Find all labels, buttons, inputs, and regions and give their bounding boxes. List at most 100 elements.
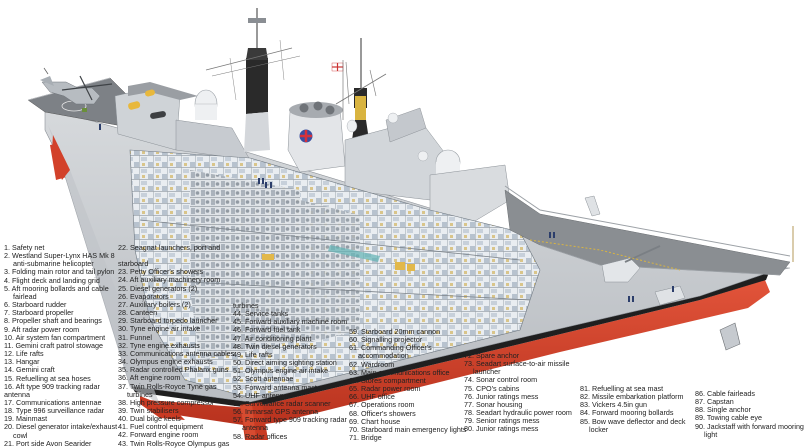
legend-item: 18. Type 996 surveillance radar xyxy=(4,407,117,415)
legend-number: 24. xyxy=(118,275,128,285)
legend-number: 82. xyxy=(580,392,590,402)
legend-number: 68. xyxy=(349,408,359,418)
legend-label: Auxiliary boilers (2) xyxy=(128,299,191,309)
legend-label: Tyne engine air intake xyxy=(128,324,201,334)
legend-label: Direct aiming sighting station xyxy=(243,358,337,368)
legend-number: 6. xyxy=(4,300,10,310)
single-anchor xyxy=(719,322,741,351)
legend-label: Forward auxiliary machine room xyxy=(243,317,348,327)
legend-label: Evaporators xyxy=(128,291,169,301)
legend-label: Starboard rudder xyxy=(10,300,67,310)
legend-continuation: accommodation xyxy=(358,351,409,361)
legend-item: 31. Funnel xyxy=(118,332,234,342)
legend-number: 49. xyxy=(233,349,243,359)
legend-label: Operations room xyxy=(359,400,415,410)
legend-item: 60. Signalling projector xyxy=(349,336,466,344)
legend-number: 16. xyxy=(4,381,14,391)
legend-item: 69. Chart house xyxy=(349,416,466,426)
life-rafts xyxy=(128,101,141,110)
legend-number: 56. xyxy=(233,407,243,417)
legend-continuation: fairlead xyxy=(13,291,37,301)
legend-number: 73. xyxy=(464,359,474,369)
legend-number: 57. xyxy=(233,415,243,425)
legend-item: 78. Seadart hydraulic power room xyxy=(464,409,572,417)
legend-item: 25. Diesel generators (2) xyxy=(118,283,234,293)
legend-item: 38. High pressure compressor xyxy=(118,398,234,407)
legend-number: 90. xyxy=(695,421,705,431)
legend-item: 4. Flight deck and landing grid xyxy=(4,276,117,285)
legend-number: 37. xyxy=(118,381,128,391)
legend-number: 41. xyxy=(118,422,128,432)
legend-number: 34. xyxy=(118,357,128,367)
helicopter xyxy=(40,67,113,112)
legend-continuation: turbines xyxy=(127,389,153,399)
legend-number: 64. xyxy=(349,375,359,385)
legend-number: 52. xyxy=(233,374,243,384)
legend-number: 83. xyxy=(580,400,590,410)
legend-number: 46. xyxy=(233,325,243,335)
legend-item: 51. Olympus engine air intake xyxy=(233,367,347,375)
legend-item: 71. Bridge xyxy=(349,433,466,443)
legend-continuation: antenna xyxy=(242,423,268,433)
legend-label: Type 996 surveillance radar xyxy=(14,406,105,416)
legend-number: 26. xyxy=(118,291,128,301)
legend-item: 81. Refuelling at sea mast xyxy=(580,384,686,393)
legend-number: 22. xyxy=(118,243,128,252)
legend-label: Air conditioning plant xyxy=(243,333,312,343)
legend-number: 65. xyxy=(349,384,359,394)
legend-number: 78. xyxy=(464,408,474,418)
legend-item: 5. Aft mooring bollards and cable xyxy=(4,284,117,293)
legend-number: 25. xyxy=(118,283,128,293)
legend-item: 34. Olympus engine exhausts xyxy=(118,357,234,367)
legend-item: 8. Propeller shaft and bearings xyxy=(4,317,117,325)
legend-label: Olympus engine air intake xyxy=(243,366,329,376)
legend-number: 81. xyxy=(580,384,590,393)
legend-label: Olympus engine exhausts xyxy=(128,357,213,367)
legend-item: 37. Twin Rolls-Royce Tyne gas xyxy=(118,381,234,391)
legend-label: Officer's showers xyxy=(359,408,416,418)
legend-item: 11. Gemini craft patrol stowage xyxy=(4,341,117,350)
legend-number: 72. xyxy=(464,351,474,360)
legend-item: 21. Port side Avon Searider xyxy=(4,439,117,448)
legend-number: 79. xyxy=(464,416,474,426)
legend-number: 75. xyxy=(464,383,474,393)
legend-item: 67. Operations room xyxy=(349,401,466,409)
legend-label: Junior ratings mess xyxy=(474,424,539,434)
legend-label: Bow wave deflector and deck xyxy=(590,416,686,426)
legend-number: 1. xyxy=(4,243,10,252)
legend-item: 6. Starboard rudder xyxy=(4,301,117,309)
legend-label: Starboard propeller xyxy=(10,308,74,318)
legend-number: 58. xyxy=(233,431,243,441)
legend-label: Cable fairleads xyxy=(705,389,755,398)
legend-item: 62. Wardroom xyxy=(349,360,466,369)
legend-number: 71. xyxy=(349,433,359,443)
legend-number: 45. xyxy=(233,317,243,327)
legend-label: Chart house xyxy=(359,416,401,426)
engine-rooms xyxy=(190,170,300,360)
legend-item: 36. Aft engine room xyxy=(118,374,234,382)
legend-item: 77. Sonar housing xyxy=(464,400,572,409)
legend-item: 82. Missile embarkation platform xyxy=(580,393,686,401)
legend-label: Folding main rotor and tail pylon xyxy=(10,267,115,277)
legend-label: Bridge xyxy=(359,433,382,443)
legend-label: Forward engine room xyxy=(128,430,199,440)
legend-continuation: cowl xyxy=(13,430,28,440)
legend-number: 33. xyxy=(118,348,128,358)
legend-number: 87. xyxy=(695,397,705,407)
legend-item: 40. Dual bilge keels xyxy=(118,415,234,423)
legend-label: Capstan xyxy=(705,397,734,407)
legend-number: 31. xyxy=(118,332,128,342)
forward-antenna-mast xyxy=(335,38,387,140)
legend-item: 19. Mainmast xyxy=(4,415,117,423)
legend-label: Safety net xyxy=(10,243,45,252)
legend-item: 17. Communications antennae xyxy=(4,398,117,407)
legend-label: Tyne engine exhausts xyxy=(128,340,200,350)
legend-item: 10. Air system fan compartment xyxy=(4,333,117,342)
legend-number: 47. xyxy=(233,333,243,343)
legend-item: 49. Life rafts xyxy=(233,349,347,359)
legend-item: 50. Direct aiming sighting station xyxy=(233,359,347,367)
bow-wave-deflector xyxy=(654,285,686,306)
legend-label: Service tanks xyxy=(243,309,289,319)
